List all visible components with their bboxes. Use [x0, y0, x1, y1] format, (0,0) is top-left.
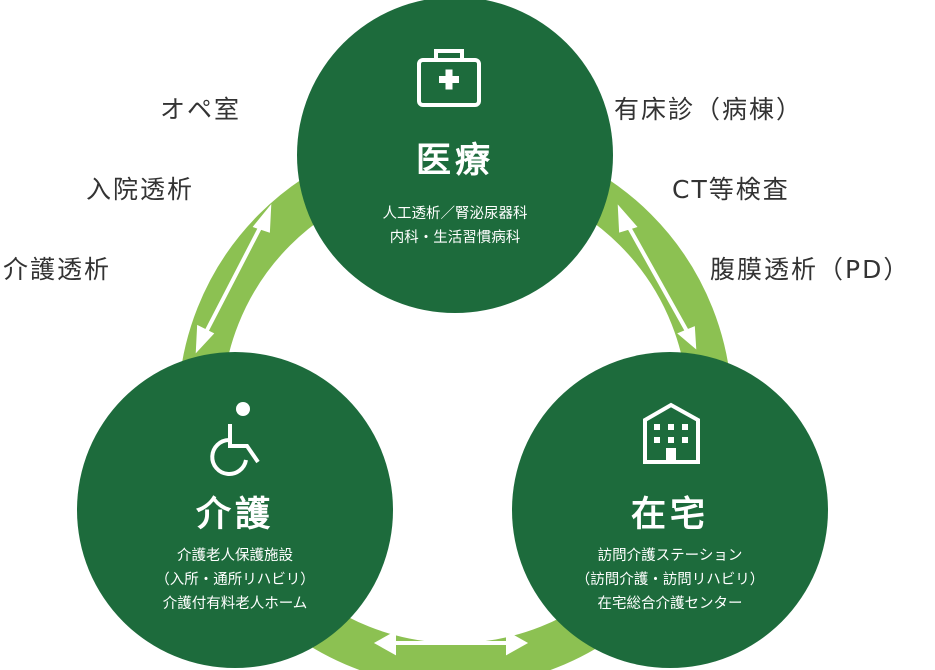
double-arrow-right: [617, 204, 697, 350]
home-title: 在宅: [630, 495, 709, 535]
care-line-1: 介護老人保護施設: [177, 548, 293, 564]
home-circle: [512, 352, 828, 668]
label-bed-clinic: 有床診（病棟）: [614, 95, 804, 124]
label-ct-exam: CT等検査: [672, 175, 790, 204]
care-description: 介護老人保護施設 （入所・通所リハビリ） 介護付有料老人ホーム: [110, 544, 360, 616]
care-line-3: 介護付有料老人ホーム: [162, 596, 308, 612]
care-circle: [77, 352, 393, 668]
home-line-1: 訪問介護ステーション: [597, 548, 743, 564]
medical-line-1: 人工透析／腎泌尿器科: [382, 206, 528, 222]
label-peritoneal-dialysis: 腹膜透析（PD）: [710, 255, 911, 284]
building-icon: [643, 402, 700, 464]
double-arrow-bottom: [373, 630, 529, 656]
wheelchair-icon: [210, 402, 260, 476]
medical-circle: [297, 0, 613, 313]
medical-title: 医療: [415, 141, 494, 181]
double-arrow-left: [195, 203, 272, 354]
label-inpatient-dialysis: 入院透析: [86, 175, 195, 204]
label-operating-room: オペ室: [160, 95, 242, 124]
medical-description: 人工透析／腎泌尿器科 内科・生活習慣病科: [330, 202, 580, 250]
medical-line-2: 内科・生活習慣病科: [389, 230, 521, 246]
home-line-3: 在宅総合介護センター: [597, 596, 743, 612]
first-aid-kit-icon: [417, 49, 481, 107]
care-title: 介護: [195, 495, 274, 535]
home-description: 訪問介護ステーション （訪問介護・訪問リハビリ） 在宅総合介護センター: [545, 544, 795, 616]
home-line-2: （訪問介護・訪問リハビリ）: [575, 572, 765, 588]
care-line-2: （入所・通所リハビリ）: [155, 572, 315, 588]
label-care-dialysis: 介護透析: [3, 255, 112, 284]
